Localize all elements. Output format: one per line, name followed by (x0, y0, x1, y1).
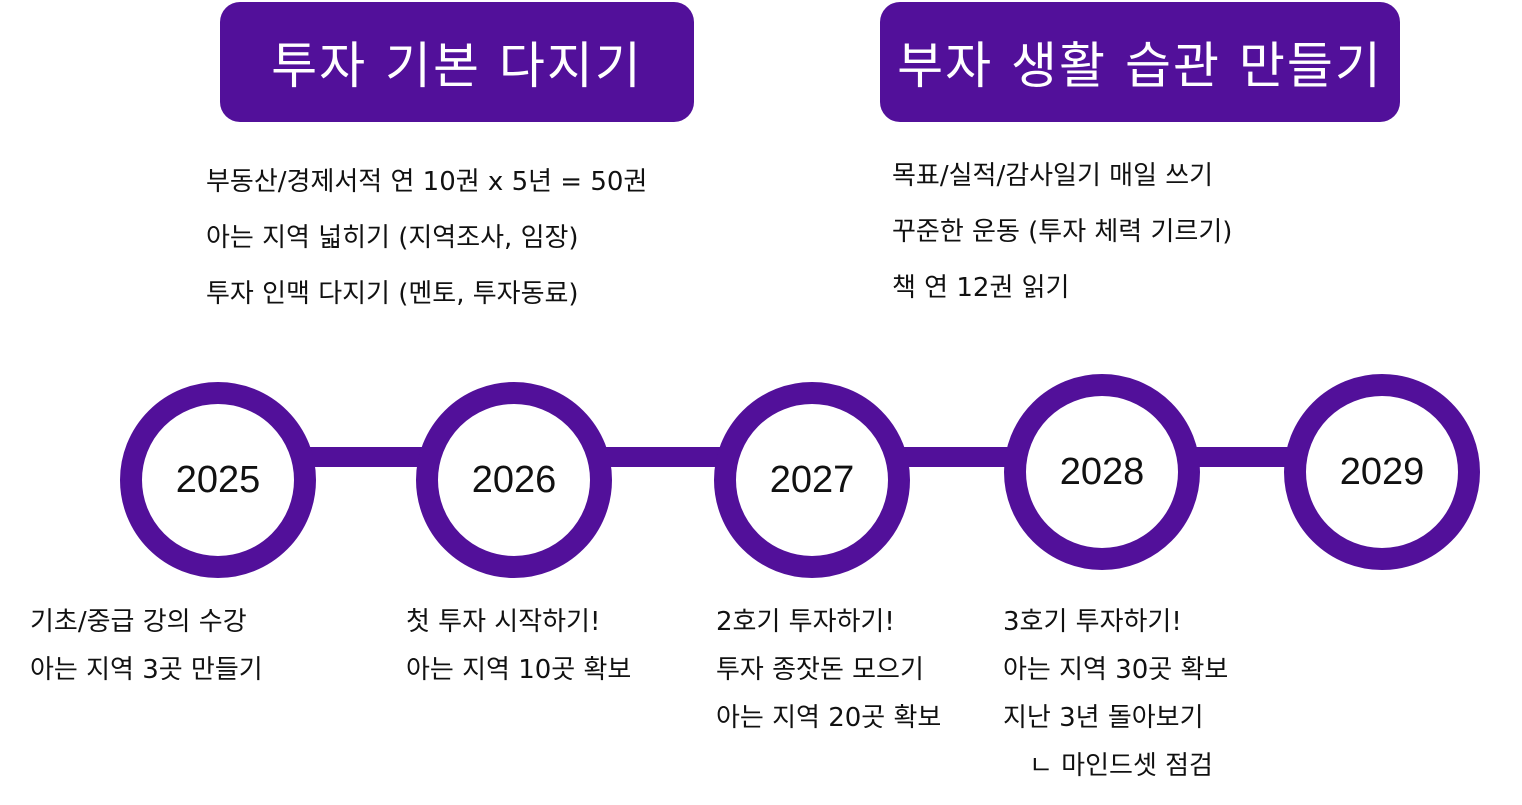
basics-goal-list: 부동산/경제서적 연 10권 x 5년 = 50권 아는 지역 넓히기 (지역조… (206, 154, 647, 322)
banner-basics: 투자 기본 다지기 (220, 2, 694, 122)
year-label: 2026 (471, 458, 557, 501)
year-node-2029: 2029 (1284, 374, 1480, 570)
milestone-item: 3호기 투자하기! (1003, 607, 1182, 637)
milestone-item: 기초/중급 강의 수강 (30, 607, 247, 637)
habits-goal-item: 꾸준한 운동 (투자 체력 기르기) (892, 217, 1233, 247)
year-label: 2027 (769, 458, 855, 501)
milestone-item: 지난 3년 돌아보기 (1003, 703, 1204, 733)
year-label: 2025 (175, 458, 261, 501)
year-node-2025: 2025 (120, 382, 316, 578)
basics-goal-item: 부동산/경제서적 연 10권 x 5년 = 50권 (206, 167, 648, 197)
milestone-item: 투자 종잣돈 모으기 (716, 655, 924, 685)
milestone-item: 아는 지역 10곳 확보 (406, 655, 632, 685)
milestones-2025: 기초/중급 강의 수강 아는 지역 3곳 만들기 (30, 598, 263, 694)
habits-goal-item: 책 연 12권 읽기 (892, 273, 1070, 303)
milestone-item: 아는 지역 30곳 확보 (1003, 655, 1229, 685)
year-label: 2028 (1059, 450, 1145, 493)
milestone-item: ㄴ 마인드셋 점검 (1029, 751, 1213, 781)
banner-habits: 부자 생활 습관 만들기 (880, 2, 1400, 122)
year-node-2028: 2028 (1004, 374, 1200, 570)
basics-goal-item: 아는 지역 넓히기 (지역조사, 임장) (206, 223, 579, 253)
milestones-2028: 3호기 투자하기! 아는 지역 30곳 확보 지난 3년 돌아보기 ㄴ 마인드셋… (1003, 598, 1228, 790)
habits-goal-list: 목표/실적/감사일기 매일 쓰기 꾸준한 운동 (투자 체력 기르기) 책 연 … (892, 148, 1232, 316)
milestone-item: 2호기 투자하기! (716, 607, 895, 637)
banner-habits-label: 부자 생활 습관 만들기 (897, 37, 1383, 95)
milestone-item: 첫 투자 시작하기! (406, 607, 601, 637)
milestones-2027: 2호기 투자하기! 투자 종잣돈 모으기 아는 지역 20곳 확보 (716, 598, 941, 742)
milestone-item: 아는 지역 3곳 만들기 (30, 655, 263, 685)
milestones-2026: 첫 투자 시작하기! 아는 지역 10곳 확보 (406, 598, 631, 694)
basics-goal-item: 투자 인맥 다지기 (멘토, 투자동료) (206, 279, 579, 309)
banner-basics-label: 투자 기본 다지기 (271, 37, 643, 95)
year-node-2027: 2027 (714, 382, 910, 578)
year-label: 2029 (1339, 450, 1425, 493)
year-node-2026: 2026 (416, 382, 612, 578)
milestone-item: 아는 지역 20곳 확보 (716, 703, 942, 733)
habits-goal-item: 목표/실적/감사일기 매일 쓰기 (892, 161, 1214, 191)
